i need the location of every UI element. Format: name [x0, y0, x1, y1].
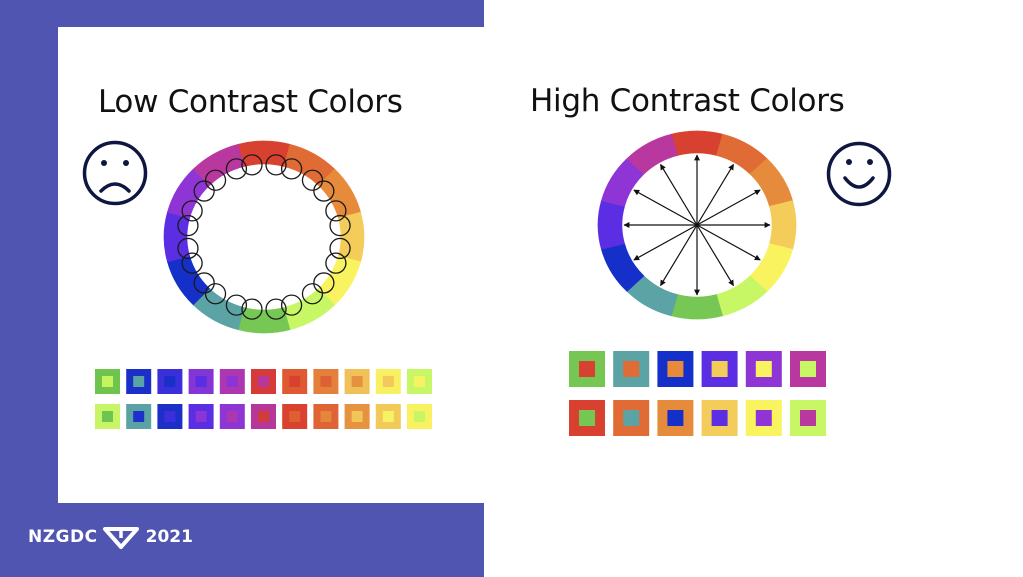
wheel-segment-12 [626, 133, 678, 175]
high-swatch-inner [711, 361, 728, 377]
high-contrast-title: High Contrast Colors [530, 83, 845, 119]
wheel-segment-10 [597, 200, 625, 250]
adjacent-marker [265, 154, 287, 176]
adjacent-marker [301, 283, 324, 305]
wheel-segment-10 [163, 211, 190, 263]
arrow [633, 189, 698, 226]
wheel-segment-7 [671, 294, 723, 320]
adjacent-marker [280, 294, 303, 316]
arrow [696, 224, 735, 287]
wheel-segment-7 [237, 307, 291, 334]
adjacent-marker [241, 154, 263, 176]
arrow [696, 163, 735, 226]
adjacent-marker [241, 298, 263, 320]
adjacent-marker [204, 169, 227, 191]
wheel-segment-4 [769, 200, 797, 250]
arrow [659, 163, 698, 226]
adjacent-marker [181, 200, 203, 222]
adjacent-marker [313, 180, 335, 202]
high-swatch-inner [623, 410, 640, 426]
low-contrast-swatches [95, 369, 432, 429]
high-swatch-inner [755, 410, 772, 426]
low-swatch-inner [258, 376, 269, 387]
high-swatch-inner [623, 361, 640, 377]
nzgdc-logo-icon [102, 527, 139, 549]
low-swatch-inner [414, 376, 425, 387]
high-swatch-inner [755, 361, 772, 377]
logo-text: NZGDC [28, 527, 98, 547]
low-swatch-inner [164, 376, 176, 387]
low-swatch-inner [382, 411, 394, 422]
adjacent-marker [325, 252, 347, 274]
low-swatch-inner [414, 411, 425, 422]
arrow [633, 224, 698, 261]
adjacent-color-markers [177, 154, 351, 320]
high-swatch-inner [579, 410, 595, 426]
adjacent-marker [177, 214, 199, 237]
adjacent-marker [329, 214, 351, 237]
nzgdc-logo: NZGDC 2021 [28, 524, 193, 550]
adjacent-marker [325, 200, 347, 222]
low-swatch-inner [289, 376, 301, 387]
arrow [696, 189, 761, 226]
low-swatch-inner [195, 376, 207, 387]
arrow [696, 224, 761, 261]
adjacent-marker [177, 237, 199, 260]
complementary-arrows [623, 154, 771, 296]
wheel-segment-4 [338, 211, 365, 263]
adjacent-marker [193, 272, 215, 294]
low-swatch-inner [289, 411, 301, 422]
wheel-segment-1 [671, 130, 723, 156]
adjacent-marker [225, 294, 248, 316]
adjacent-marker [280, 158, 303, 180]
low-swatch-inner [351, 411, 363, 422]
low-swatch-inner [226, 411, 238, 422]
low-swatch-inner [258, 411, 269, 422]
high-swatch-inner [800, 361, 816, 377]
low-swatch-inner [320, 411, 332, 422]
smiley-face-icon [826, 141, 892, 207]
adjacent-marker [193, 180, 215, 202]
high-swatch-inner [667, 410, 684, 426]
low-swatch-inner [133, 411, 145, 422]
right-color-wheel [597, 130, 797, 320]
low-swatch-inner [102, 411, 113, 422]
adjacent-marker [301, 169, 324, 191]
adjacent-marker [204, 283, 227, 305]
wheel-segment-12 [192, 143, 245, 186]
adjacent-marker [313, 272, 335, 294]
low-swatch-inner [320, 376, 332, 387]
arrow [659, 224, 698, 287]
adjacent-marker [225, 158, 248, 180]
left-color-wheel [163, 140, 365, 334]
adjacent-marker [265, 298, 287, 320]
high-swatch-inner [800, 410, 816, 426]
low-swatch-inner [226, 376, 238, 387]
low-contrast-title: Low Contrast Colors [98, 84, 403, 120]
high-swatch-inner [579, 361, 595, 377]
sad-face-icon [82, 140, 148, 206]
wheel-segment-1 [237, 140, 291, 167]
high-contrast-swatches [569, 351, 826, 436]
low-swatch-inner [102, 376, 113, 387]
low-swatch-inner [351, 376, 363, 387]
high-swatch-inner [667, 361, 684, 377]
adjacent-marker [329, 237, 351, 260]
logo-year: 2021 [145, 527, 193, 547]
high-swatch-inner [711, 410, 728, 426]
low-swatch-inner [382, 376, 394, 387]
low-swatch-inner [195, 411, 207, 422]
low-swatch-inner [164, 411, 176, 422]
low-swatch-inner [133, 376, 145, 387]
adjacent-marker [181, 252, 203, 274]
